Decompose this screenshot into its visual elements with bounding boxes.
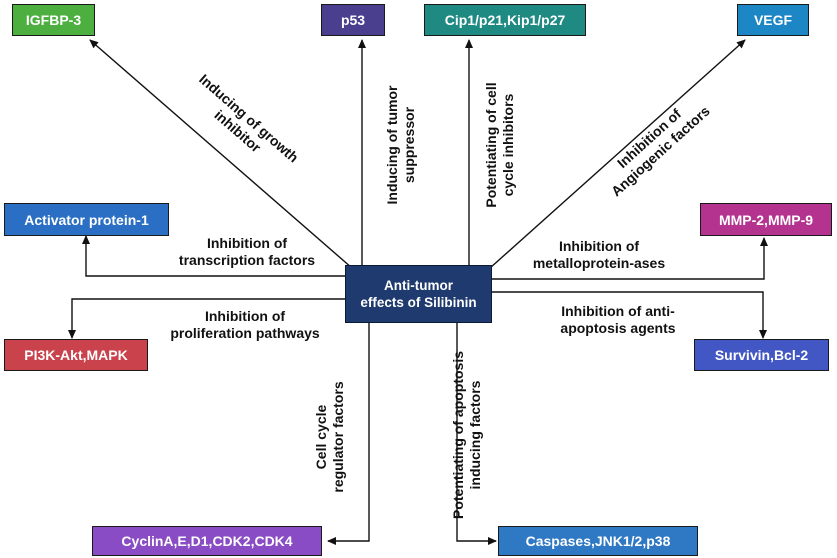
arrow-cyclin [327,323,370,545]
label-transcription: Inhibition of transcription factors [158,235,336,269]
label-tumor-suppressor: Inducing of tumor suppressor [384,70,418,220]
node-ap1: Activator protein-1 [4,203,169,236]
arrow-pi3k [68,298,345,339]
node-pi3k-label: PI3K-Akt,MAPK [24,347,128,363]
node-ap1-label: Activator protein-1 [24,211,149,228]
label-transcription-line1: Inhibition of [206,235,288,251]
node-vegf-label: VEGF [753,12,793,28]
arrow-igfbp3 [89,39,353,269]
arrow-mmp [492,237,768,280]
node-p53: p53 [321,4,385,36]
node-igfbp3: IGFBP-3 [12,4,95,36]
label-cellcycle-line1: Potentiating of cell [483,82,499,208]
label-metallo-line2: metalloprotein-ases [532,255,666,271]
label-prolif-line1: Inhibition of [204,308,286,324]
label-antiapop-line2: apoptosis agents [560,320,676,336]
label-antiapoptosis: Inhibition of anti- apoptosis agents [528,303,708,337]
label-metallo-line1: Inhibition of [558,238,640,254]
node-cyclin: CyclinA,E,D1,CDK2,CDK4 [92,526,322,556]
arrow-survivin [492,291,767,339]
center-node: Anti-tumor effects of Silibinin [345,265,492,323]
arrow-caspases [456,323,497,545]
label-regulator-line1: Cell cycle [313,404,329,470]
label-apoptosis-line2: inducing factors [467,380,483,490]
label-transcription-line2: transcription factors [178,252,316,268]
label-antiapop-line1: Inhibition of anti- [561,303,675,319]
node-cip: Cip1/p21,Kip1/p27 [424,4,586,36]
node-cip-label: Cip1/p21,Kip1/p27 [444,12,566,28]
label-proliferation: Inhibition of proliferation pathways [150,308,340,342]
label-metalloproteinases: Inhibition of metalloprotein-ases [510,238,688,272]
node-caspases-label: Caspases,JNK1/2,p38 [525,533,671,549]
arrow-vegf [489,39,746,269]
center-line2: effects of Silibinin [360,295,477,310]
arrow-ap1 [82,235,345,277]
node-vegf: VEGF [737,4,809,36]
label-apoptosis-inducing: Potentiating of apoptosis inducing facto… [450,340,484,530]
label-regulator-factors: Cell cycle regulator factors [313,362,347,512]
node-survivin: Survivin,Bcl-2 [694,339,829,371]
label-cellcycle-inhibitors: Potentiating of cell cycle inhibitors [483,65,517,225]
node-pi3k: PI3K-Akt,MAPK [4,339,148,371]
label-apoptosis-line1: Potentiating of apoptosis [450,351,466,519]
node-p53-label: p53 [340,12,366,28]
node-cyclin-label: CyclinA,E,D1,CDK2,CDK4 [121,533,293,549]
label-regulator-line2: regulator factors [330,381,346,493]
node-mmp-label: MMP-2,MMP-9 [718,211,814,228]
label-cellcycle-line2: cycle inhibitors [500,93,516,197]
center-line1: Anti-tumor [384,278,453,293]
label-tumor-line1: Inducing of tumor [384,85,400,205]
label-prolif-line2: proliferation pathways [170,325,320,341]
node-survivin-label: Survivin,Bcl-2 [714,347,809,363]
node-caspases: Caspases,JNK1/2,p38 [498,526,698,556]
node-igfbp3-label: IGFBP-3 [25,12,82,28]
node-mmp: MMP-2,MMP-9 [700,203,832,236]
label-tumor-line2: suppressor [401,106,417,184]
